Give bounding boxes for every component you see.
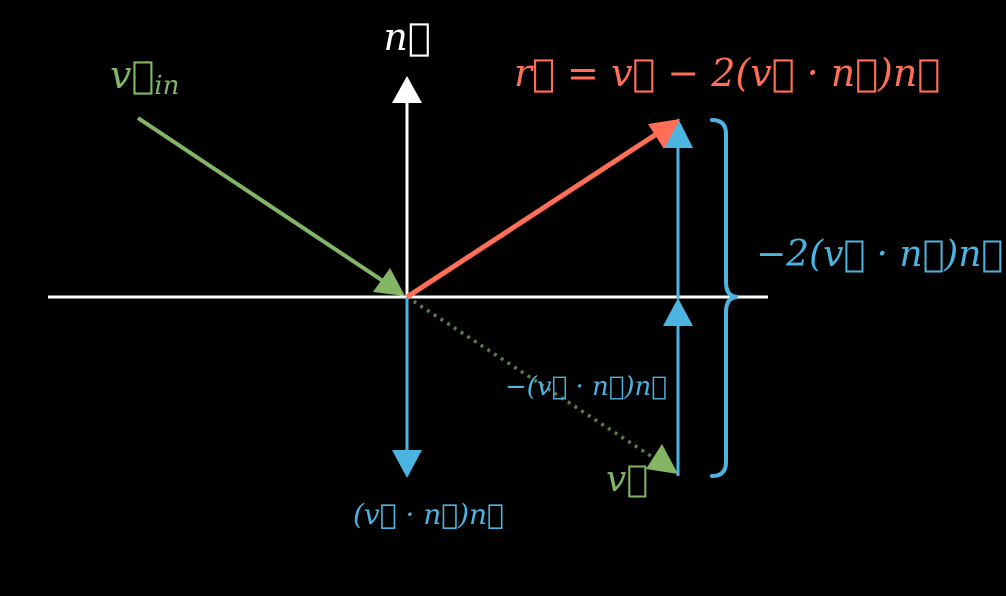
brace (710, 118, 739, 478)
neg-projection-arrowhead-upper (663, 118, 693, 148)
incident-arrowhead (373, 268, 405, 296)
projection-label: (v⃗ · n⃗)n⃗ (353, 498, 504, 531)
reflection-formula-label: r⃗ = v⃗ − 2(v⃗ · n⃗)n⃗ (514, 51, 940, 95)
incident-vector (136, 116, 405, 296)
v-label: v⃗ (606, 459, 648, 500)
reflected-arrowhead (648, 119, 680, 149)
neg-projection-vector-upper (663, 118, 693, 298)
normal-vector (392, 76, 422, 297)
incident-label: v⃗in (110, 53, 179, 101)
normal-label: n⃗ (383, 15, 430, 59)
dotted-v-line (406, 295, 661, 464)
projection-arrowhead (392, 450, 422, 478)
v-arrowhead (646, 444, 678, 474)
projection-vector (392, 297, 422, 478)
neg-projection-vector-lower (663, 298, 693, 476)
neg-projection-arrowhead-lower (663, 298, 693, 326)
double-projection-label: −2(v⃗ · n⃗)n⃗ (756, 234, 1003, 275)
neg-projection-label: −(v⃗ · n⃗)n⃗ (505, 372, 667, 402)
reflected-vector (405, 119, 680, 300)
normal-arrowhead (392, 76, 422, 103)
